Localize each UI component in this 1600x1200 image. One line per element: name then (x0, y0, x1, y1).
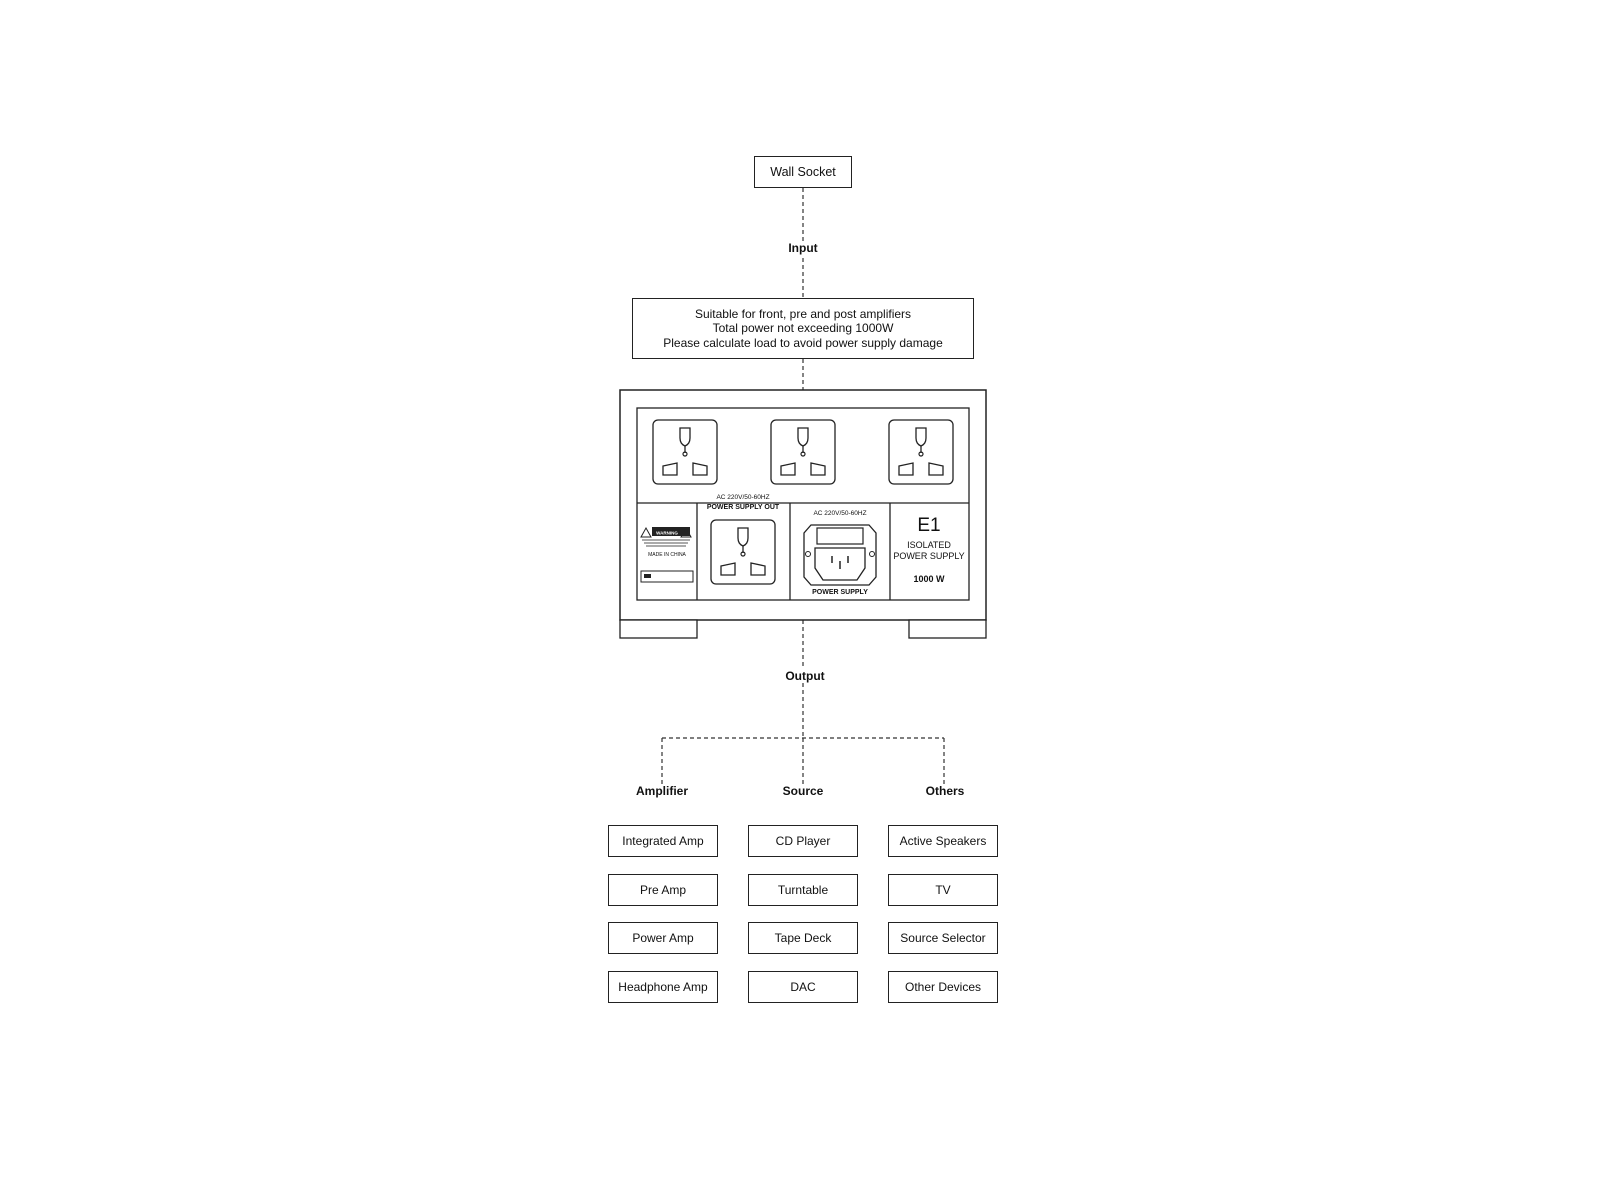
device-label: TV (935, 882, 951, 897)
device-box-dac: DAC (748, 971, 858, 1003)
device-box-tape-deck: Tape Deck (748, 922, 858, 954)
made-in-label: MADE IN CHINA (648, 552, 686, 558)
device-label: CD Player (775, 833, 831, 848)
device-box-headphone-amp: Headphone Amp (608, 971, 718, 1003)
device-box-other-devices: Other Devices (888, 971, 998, 1003)
in-spec-label: AC 220V/50-60HZ (813, 510, 866, 517)
output-label: Output (779, 669, 831, 683)
model-label: E1 (917, 515, 940, 536)
device-name-line2: POWER SUPPLY (893, 551, 964, 561)
warning-title: WARNING (656, 531, 678, 536)
device-label: Headphone Amp (618, 979, 708, 994)
notice-line-3: Please calculate load to avoid power sup… (663, 335, 943, 350)
notice-line-2: Total power not exceeding 1000W (712, 321, 894, 336)
notice-box: Suitable for front, pre and post amplifi… (632, 298, 974, 359)
device-label: Source Selector (900, 930, 986, 945)
device-name-line1: ISOLATED (907, 540, 951, 550)
device-box-source-selector: Source Selector (888, 922, 998, 954)
category-others-label: Others (919, 784, 971, 798)
outlet-icon-2 (770, 419, 836, 485)
device-label: DAC (790, 979, 816, 994)
device-box-integrated-amp: Integrated Amp (608, 825, 718, 857)
wall-socket-box: Wall Socket (754, 156, 852, 188)
device-foot-left (619, 619, 698, 639)
device-label: Integrated Amp (622, 833, 704, 848)
device-box-power-amp: Power Amp (608, 922, 718, 954)
iec-inlet-icon (803, 524, 877, 586)
device-foot-right (908, 619, 987, 639)
device-box-pre-amp: Pre Amp (608, 874, 718, 906)
in-label: POWER SUPPLY (812, 589, 868, 596)
device-box-cd-player: CD Player (748, 825, 858, 857)
device-label: Active Speakers (899, 833, 987, 848)
out-spec-label: AC 220V/50-60HZ (716, 494, 769, 501)
warning-label-icon (640, 526, 694, 583)
wall-socket-label: Wall Socket (770, 164, 836, 179)
device-label: Tape Deck (774, 930, 832, 945)
device-box-tv: TV (888, 874, 998, 906)
wattage-label: 1000 W (913, 574, 945, 584)
input-label: Input (782, 241, 824, 255)
category-amplifier-label: Amplifier (629, 784, 695, 798)
notice-line-1: Suitable for front, pre and post amplifi… (694, 306, 912, 321)
outlet-icon-3 (888, 419, 954, 485)
device-box-turntable: Turntable (748, 874, 858, 906)
device-label: Turntable (777, 882, 829, 897)
outlet-icon-1 (652, 419, 718, 485)
out-label: POWER SUPPLY OUT (707, 504, 780, 511)
device-label: Pre Amp (639, 882, 687, 897)
device-label: Power Amp (632, 930, 694, 945)
device-label: Other Devices (904, 979, 982, 994)
device-box-active-speakers: Active Speakers (888, 825, 998, 857)
category-source-label: Source (776, 784, 830, 798)
outlet-icon-4 (710, 519, 776, 585)
